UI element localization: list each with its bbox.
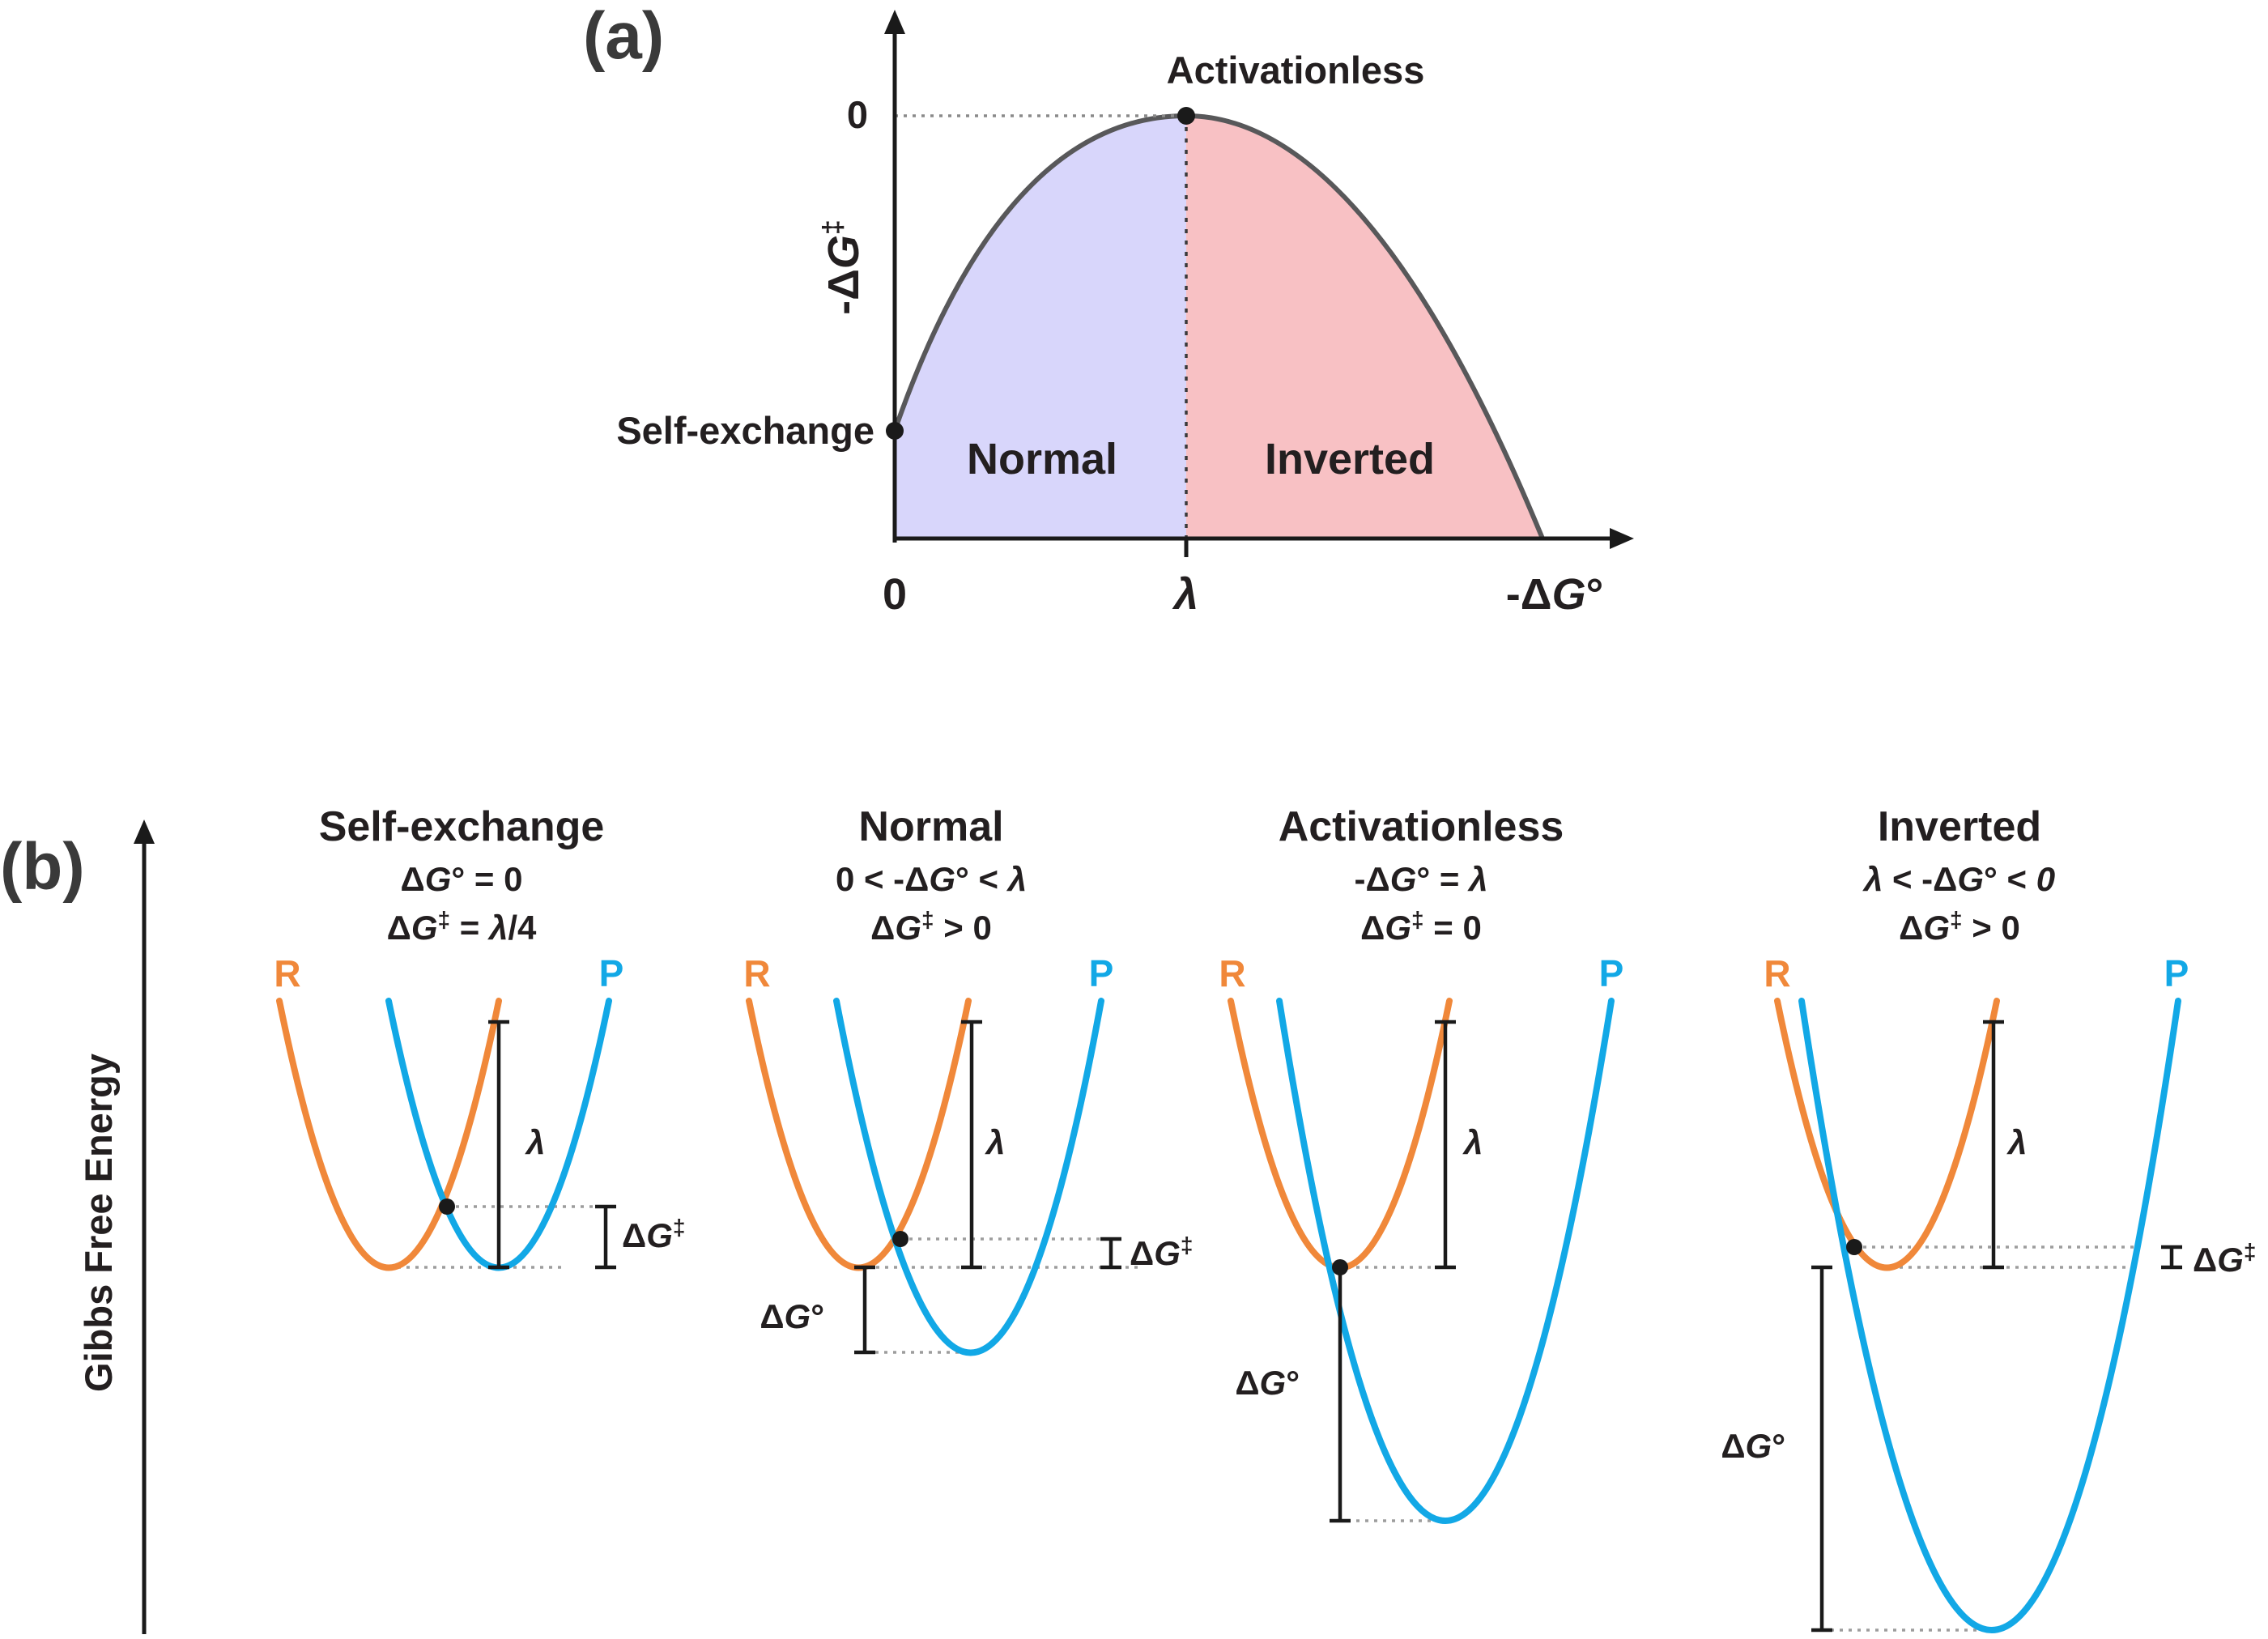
a-x-axis-label-part: -Δ xyxy=(1506,570,1552,619)
a-x-axis-label-G: G xyxy=(1552,570,1586,619)
a-x-tick-lambda-label: λ xyxy=(1172,570,1198,619)
case-activationless: Activationless -ΔG° = λ ΔG‡ = 0 R P λ ΔG… xyxy=(1219,803,1624,1524)
product-label: P xyxy=(1599,952,1624,994)
lambda-bar xyxy=(961,1020,982,1270)
case-self-exchange: Self-exchange ΔG° = 0 ΔG‡ = λ/4 R P λ ΔG… xyxy=(274,803,685,1271)
case-condition-1: λ < -ΔG° < 0 xyxy=(1862,860,2055,898)
activationless-point xyxy=(1177,107,1195,125)
product-label: P xyxy=(2164,952,2189,994)
a-y-axis-label-dagger: ‡ xyxy=(818,219,849,235)
lambda-label: λ xyxy=(525,1123,545,1161)
b-y-axis-arrow xyxy=(134,820,155,844)
product-parabola xyxy=(1798,998,2181,1633)
lambda-bar xyxy=(1435,1020,1456,1270)
case-inverted: Inverted λ < -ΔG° < 0 ΔG‡ > 0 R P λ ΔG‡ xyxy=(1721,803,2256,1633)
a-y-axis-label-part: -Δ xyxy=(819,269,868,315)
case-title: Inverted xyxy=(1878,803,2041,850)
b-y-axis-label: Gibbs Free Energy xyxy=(77,1054,120,1392)
case-title: Normal xyxy=(858,803,1003,850)
reactant-label: R xyxy=(274,952,300,994)
self-exchange-label: Self-exchange xyxy=(616,409,874,452)
a-y-axis-label: -ΔG‡ xyxy=(818,219,868,315)
case-title: Self-exchange xyxy=(319,803,605,850)
reactant-label: R xyxy=(1764,952,1790,994)
case-normal: Normal 0 < -ΔG° < λ ΔG‡ > 0 R P λ ΔG‡ xyxy=(743,803,1193,1356)
dg0-bar xyxy=(1330,1267,1351,1523)
lambda-bar xyxy=(488,1020,509,1270)
inverted-region xyxy=(1186,116,1542,539)
panel-a: (a) Activationless Self-exchange Normal … xyxy=(583,0,1634,619)
product-parabola xyxy=(833,998,1104,1356)
case-condition-1: ΔG° = 0 xyxy=(401,860,523,898)
crossing-point xyxy=(1332,1259,1348,1275)
activationless-label: Activationless xyxy=(1167,49,1425,92)
product-label: P xyxy=(599,952,624,994)
dg0-label: ΔG° xyxy=(1235,1364,1300,1402)
reactant-parabola xyxy=(1774,998,2000,1271)
a-x-axis-label: -ΔG° xyxy=(1506,570,1603,619)
case-condition-2: ΔG‡ > 0 xyxy=(1899,907,2020,947)
reactant-label: R xyxy=(1219,952,1245,994)
reactant-parabola xyxy=(1228,998,1453,1271)
reactant-parabola xyxy=(746,998,972,1271)
reactant-parabola xyxy=(276,998,502,1271)
dg0-label: ΔG° xyxy=(760,1297,824,1335)
a-y-tick-zero: 0 xyxy=(847,93,868,136)
case-condition-2: ΔG‡ = 0 xyxy=(1360,907,1482,947)
panel-a-label: (a) xyxy=(583,0,664,73)
case-condition-2: ΔG‡ = λ/4 xyxy=(387,907,537,947)
case-condition-1: 0 < -ΔG° < λ xyxy=(836,860,1027,898)
a-y-axis-label-G: G xyxy=(819,235,868,269)
dg0-label: ΔG° xyxy=(1721,1427,1785,1465)
crossing-point xyxy=(1846,1239,1862,1255)
product-parabola xyxy=(1276,998,1615,1524)
case-title: Activationless xyxy=(1279,803,1564,850)
panel-b: (b) Gibbs Free Energy Self-exchange ΔG° … xyxy=(0,803,2256,1634)
activation-label: ΔG‡ xyxy=(1130,1232,1193,1272)
inverted-label: Inverted xyxy=(1265,435,1435,483)
a-x-tick-zero: 0 xyxy=(883,570,907,619)
crossing-point xyxy=(439,1198,455,1215)
normal-label: Normal xyxy=(967,435,1117,483)
case-condition-1: -ΔG° = λ xyxy=(1355,860,1488,898)
activation-label: ΔG‡ xyxy=(622,1215,685,1254)
lambda-bar xyxy=(1983,1020,2004,1270)
case-condition-2: ΔG‡ > 0 xyxy=(870,907,992,947)
self-exchange-point xyxy=(886,422,904,440)
crossing-point xyxy=(892,1231,908,1247)
a-x-axis-label-deg: ° xyxy=(1586,570,1604,619)
lambda-label: λ xyxy=(1462,1123,1483,1161)
activation-bar xyxy=(595,1204,616,1270)
dg0-bar xyxy=(854,1265,875,1355)
activation-label: ΔG‡ xyxy=(2193,1239,2256,1279)
activation-bar xyxy=(1100,1237,1121,1270)
panel-b-label: (b) xyxy=(0,830,85,904)
reactant-label: R xyxy=(743,952,770,994)
a-y-axis-arrow xyxy=(884,10,905,34)
lambda-label: λ xyxy=(2006,1123,2027,1161)
a-x-axis-arrow xyxy=(1610,528,1634,549)
lambda-label: λ xyxy=(985,1123,1005,1161)
dg0-bar xyxy=(1811,1265,1832,1633)
product-label: P xyxy=(1089,952,1114,994)
normal-region xyxy=(895,116,1186,539)
activation-bar xyxy=(2161,1245,2182,1270)
